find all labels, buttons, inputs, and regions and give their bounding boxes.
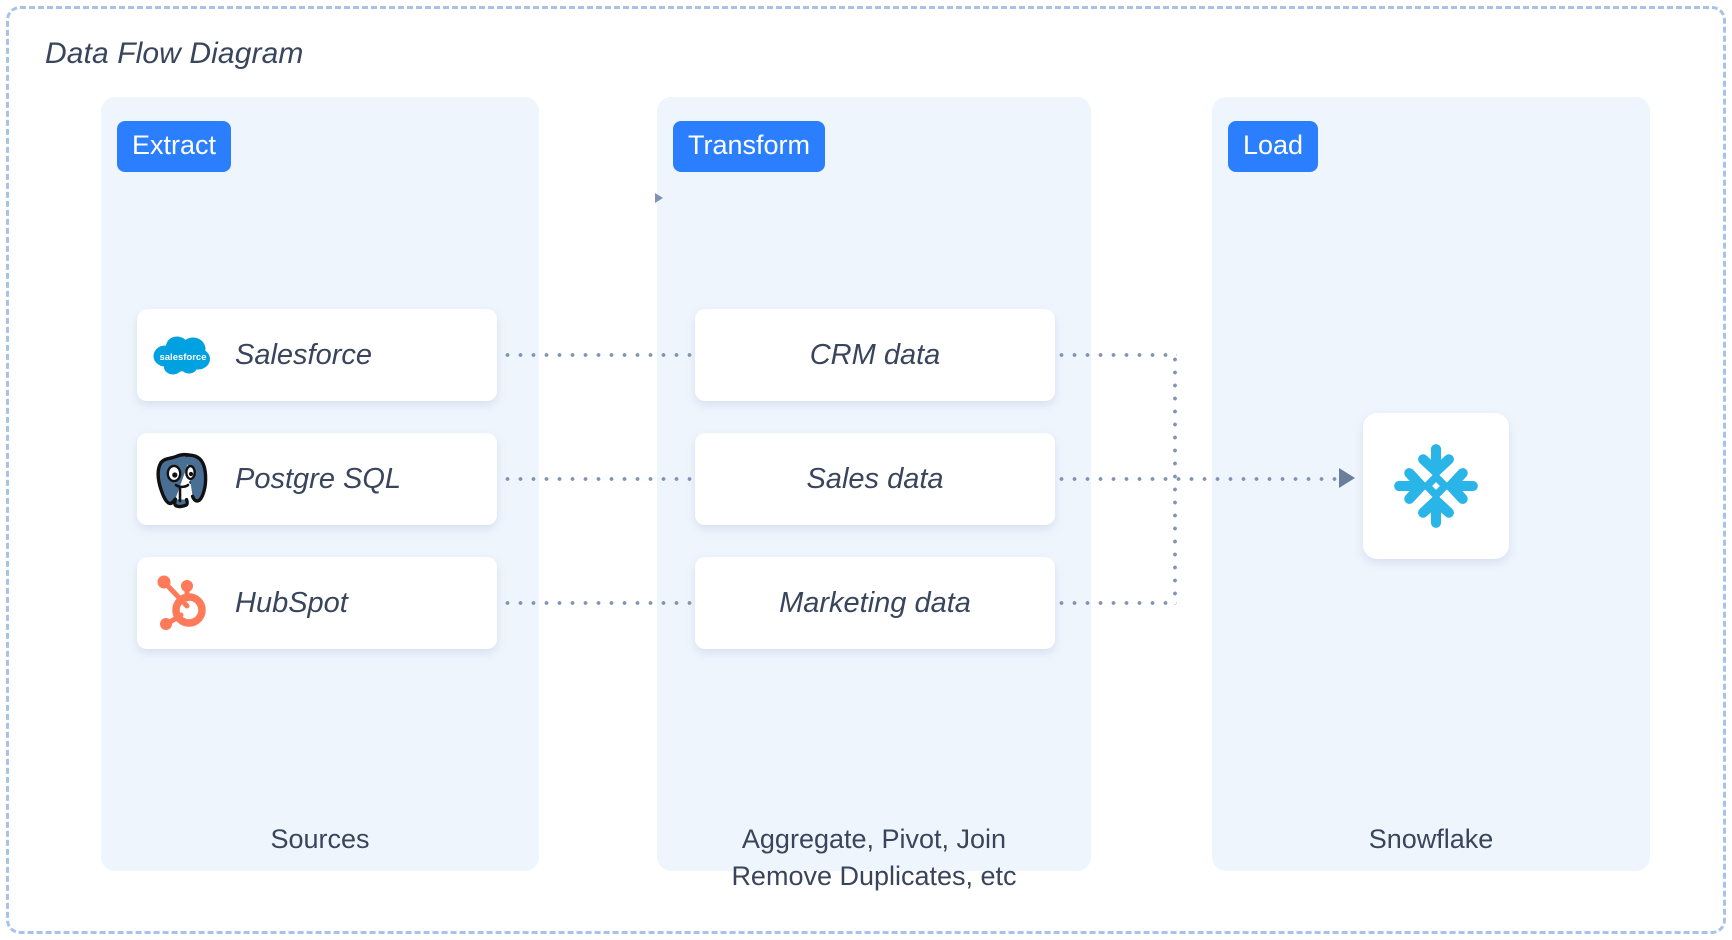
stage-badge-extract[interactable]: Extract xyxy=(117,121,232,172)
dataset-card-sales-data[interactable]: Sales data xyxy=(695,433,1055,525)
source-label-postgres: Postgre SQL xyxy=(235,462,402,495)
dataset-label-sales-data: Sales data xyxy=(806,462,944,495)
svg-text:salesforce: salesforce xyxy=(159,352,206,363)
dataset-label-crm-data: CRM data xyxy=(809,338,941,371)
connector-marketing-data-to-bus xyxy=(1055,601,1177,605)
page-title: Data Flow Diagram xyxy=(45,37,304,70)
destination-card-snowflake[interactable] xyxy=(1363,413,1509,559)
stage-caption-transform: Aggregate, Pivot, Join Remove Duplicates… xyxy=(731,824,1017,891)
dataset-label-marketing-data: Marketing data xyxy=(779,586,971,619)
salesforce-logo-icon: salesforce xyxy=(153,324,215,386)
connector-hubspot-to-marketing-data xyxy=(501,601,699,605)
postgresql-logo-icon xyxy=(153,448,215,510)
stage-badge-load[interactable]: Load xyxy=(1228,121,1319,172)
dataset-card-marketing-data[interactable]: Marketing data xyxy=(695,557,1055,649)
source-card-salesforce[interactable]: salesforce Salesforce xyxy=(137,309,497,401)
connector-postgres-to-sales-data xyxy=(501,477,699,481)
connector-stray-arrow-icon xyxy=(655,193,663,203)
stage-caption-load: Snowflake xyxy=(1368,824,1494,854)
stage-badge-transform[interactable]: Transform xyxy=(673,121,826,172)
source-label-salesforce: Salesforce xyxy=(235,338,373,371)
source-card-postgres[interactable]: Postgre SQL xyxy=(137,433,497,525)
connector-bus-to-snowflake xyxy=(1055,477,1345,481)
snowflake-logo-icon xyxy=(1390,440,1482,532)
diagram-frame: Data Flow Diagram Extract Sources salesf… xyxy=(6,6,1726,934)
hubspot-logo-icon xyxy=(153,572,215,634)
connector-arrowhead-icon xyxy=(1339,468,1355,488)
connector-crm-data-to-bus xyxy=(1055,353,1177,357)
source-card-hubspot[interactable]: HubSpot xyxy=(137,557,497,649)
stage-caption-extract: Sources xyxy=(270,824,370,854)
connector-salesforce-to-crm-data xyxy=(501,353,699,357)
source-label-hubspot: HubSpot xyxy=(235,586,348,619)
dataset-card-crm-data[interactable]: CRM data xyxy=(695,309,1055,401)
